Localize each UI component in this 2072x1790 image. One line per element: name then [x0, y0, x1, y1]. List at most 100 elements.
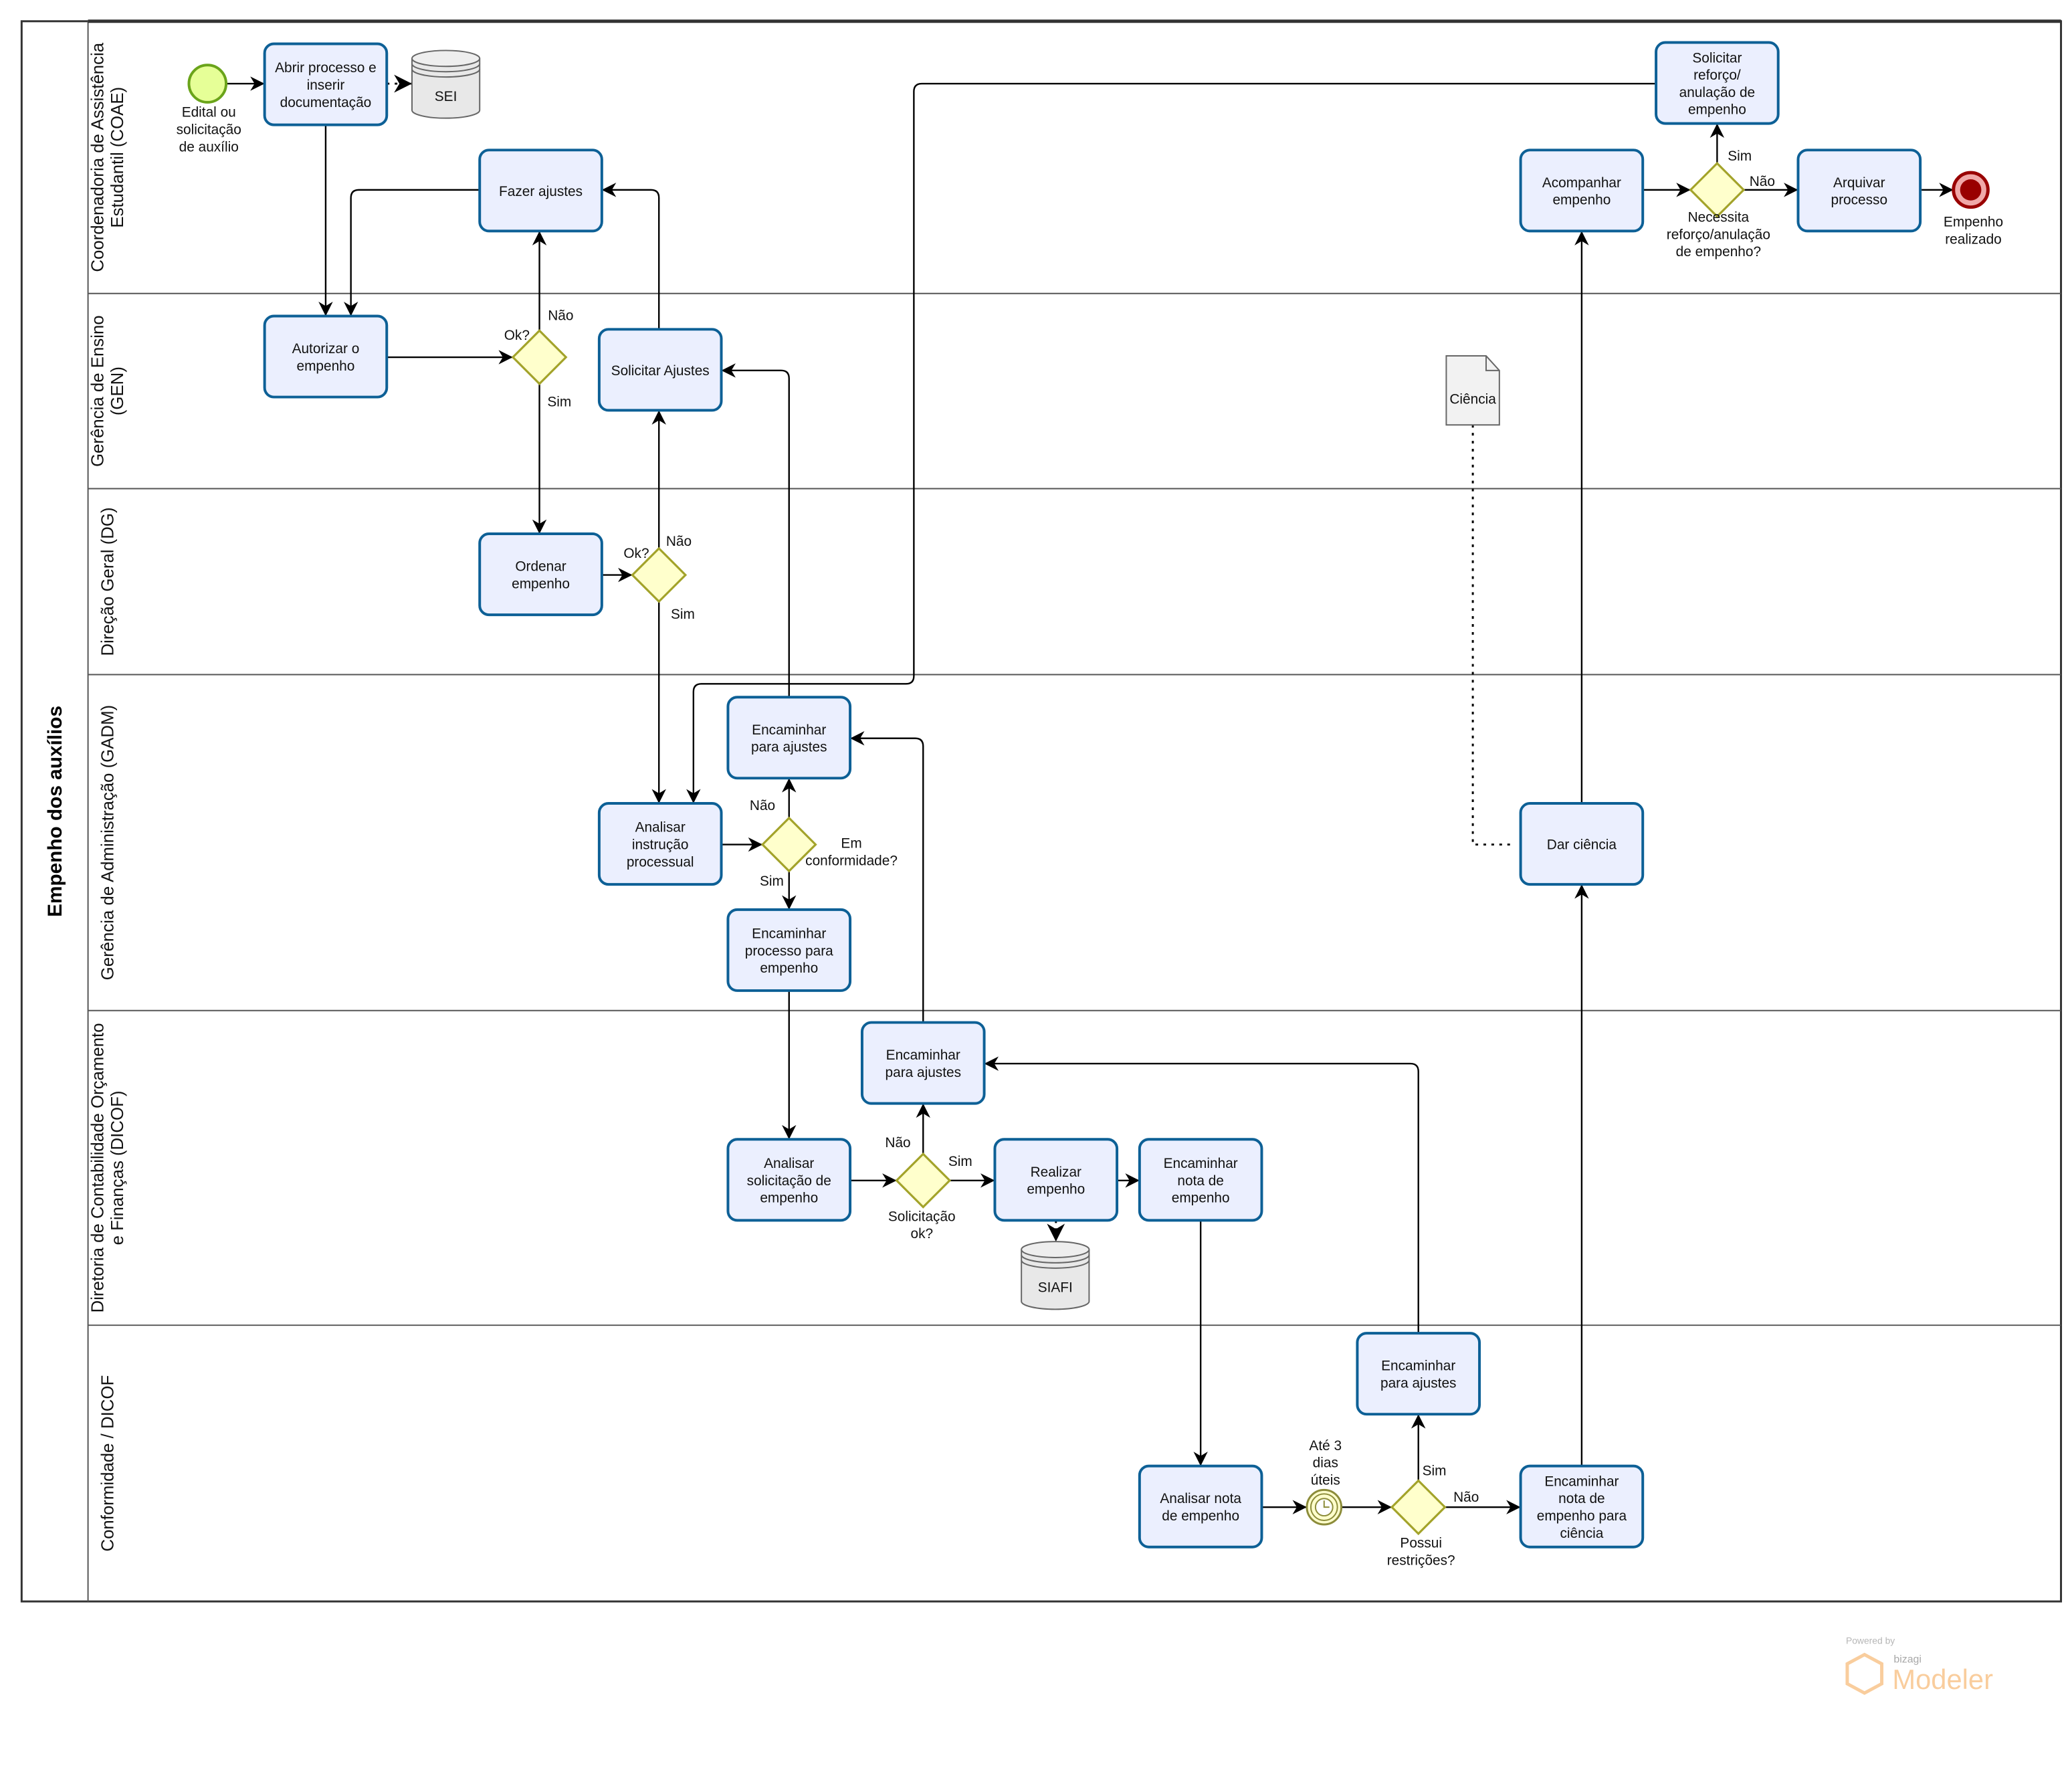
task-label: solicitação de: [747, 1173, 831, 1189]
sequence-flow-solicitar-to-fazer[interactable]: [601, 183, 660, 330]
task-label: Analisar: [764, 1156, 814, 1171]
flow-label-sim: Sim: [671, 607, 695, 622]
gateway-gwConf[interactable]: [760, 816, 817, 873]
end-event-label: Empenho: [1944, 214, 2003, 229]
task-encAjGadm[interactable]: Encaminhar para ajustes: [726, 696, 852, 780]
task-label: empenho: [760, 961, 818, 976]
gateway-label: Possui: [1400, 1536, 1442, 1551]
lane-title: Diretoria de Contabilidade Orçamento: [88, 1023, 107, 1312]
flow-label-nao: Não: [548, 308, 573, 323]
watermark-brand: bizagi: [1893, 1654, 1921, 1665]
task-label: empenho: [1027, 1182, 1085, 1197]
task-label: anulação de: [1679, 85, 1756, 100]
flow-label-sim: Sim: [547, 394, 571, 409]
association-ciencia[interactable]: [1471, 425, 1513, 846]
watermark-product: Modeler: [1892, 1664, 1993, 1695]
gateway-gwDg[interactable]: [631, 546, 688, 603]
task-fazer[interactable]: Fazer ajustes: [478, 148, 603, 233]
task-solicitarAj[interactable]: Solicitar Ajustes: [597, 328, 723, 412]
task-label: documentação: [280, 95, 372, 110]
timer-event-label: Até 3: [1309, 1438, 1342, 1454]
task-label: para ajustes: [751, 740, 827, 755]
flow-label-nao: Não: [885, 1135, 910, 1151]
task-shape: [993, 1138, 1119, 1222]
lane-dg: Direção Geral (DG): [98, 507, 117, 656]
lane-title: Coordenadoria de Assistência: [88, 42, 107, 272]
lane-title: Gerência de Ensino: [88, 315, 107, 467]
datastore-sei[interactable]: SEI: [411, 49, 481, 119]
task-label: para ajustes: [1380, 1375, 1456, 1391]
task-shape: [726, 696, 852, 780]
lane-gen: Gerência de Ensino(GEN): [88, 315, 127, 467]
flow-label-nao: Não: [1453, 1490, 1479, 1505]
start-event[interactable]: [187, 64, 228, 104]
datastore-siafi[interactable]: SIAFI: [1021, 1241, 1090, 1310]
gateway-label: de empenho?: [1676, 244, 1761, 260]
gateway-gwGen[interactable]: [511, 329, 568, 385]
timer-event[interactable]: [1306, 1488, 1343, 1526]
gateway-label: Ok?: [504, 328, 530, 343]
sequence-flow-solreforco-to-analisar[interactable]: [686, 82, 1657, 804]
flow-label-sim: Sim: [948, 1154, 972, 1169]
sequence-flow-fazer-to-autorizar[interactable]: [343, 189, 480, 316]
task-label: empenho: [760, 1191, 818, 1206]
task-label: empenho: [1552, 193, 1611, 208]
task-shape: [1519, 802, 1645, 886]
gateway-gwSol[interactable]: [895, 1152, 952, 1209]
task-label: Analisar nota: [1160, 1491, 1241, 1506]
task-label: instrução: [632, 837, 689, 853]
task-darCiencia[interactable]: Dar ciência: [1519, 802, 1645, 886]
datastore-label: SEI: [435, 89, 457, 104]
task-shape: [478, 532, 603, 617]
lane-title: Gerência de Administração (GADM): [98, 705, 117, 980]
gateway-label: Em: [841, 836, 861, 852]
task-label: Ordenar: [515, 559, 566, 575]
task-label: Encaminhar: [752, 722, 826, 738]
document-ciencia[interactable]: Ciência: [1445, 355, 1500, 426]
task-shape: [1138, 1464, 1263, 1549]
task-realizar[interactable]: Realizar empenho: [993, 1138, 1119, 1222]
task-shape: [263, 42, 389, 126]
sequence-flow-encaj-to-solicitar[interactable]: [721, 363, 790, 698]
lane-title: e Finanças (DICOF): [108, 1091, 127, 1246]
task-label: reforço/: [1693, 68, 1741, 83]
task-label: Realizar: [1031, 1165, 1081, 1180]
task-label: Encaminhar: [1381, 1359, 1455, 1374]
flow-label-nao: Não: [1750, 174, 1775, 189]
gateway-gwRef[interactable]: [1689, 161, 1746, 218]
task-analisarSol[interactable]: Analisar solicitação de empenho: [726, 1138, 852, 1222]
gateway-label: reforço/anulação: [1667, 227, 1770, 242]
task-shape: [263, 314, 389, 399]
task-label: Encaminhar: [1544, 1474, 1619, 1489]
lane-conf: Conformidade / DICOF: [98, 1375, 117, 1552]
sequence-flow-encajdicof-to-encaj[interactable]: [850, 731, 924, 1023]
flow-label-sim: Sim: [1728, 148, 1752, 164]
task-shape: [597, 802, 723, 886]
gateway-gwRest[interactable]: [1390, 1479, 1447, 1536]
task-label: processual: [627, 854, 694, 870]
lane-title: Conformidade / DICOF: [98, 1375, 117, 1552]
task-label: Encaminhar: [752, 926, 826, 942]
task-label: Encaminhar: [1164, 1156, 1238, 1171]
task-shape: [1519, 1464, 1645, 1549]
timer-event-label: dias: [1313, 1456, 1338, 1471]
task-shape: [1796, 148, 1922, 233]
datastore-label: SIAFI: [1038, 1280, 1073, 1296]
sequence-flow-encajconf-to-encaj[interactable]: [984, 1056, 1419, 1334]
task-shape: [597, 328, 723, 412]
start-event-label: de auxílio: [179, 139, 239, 155]
